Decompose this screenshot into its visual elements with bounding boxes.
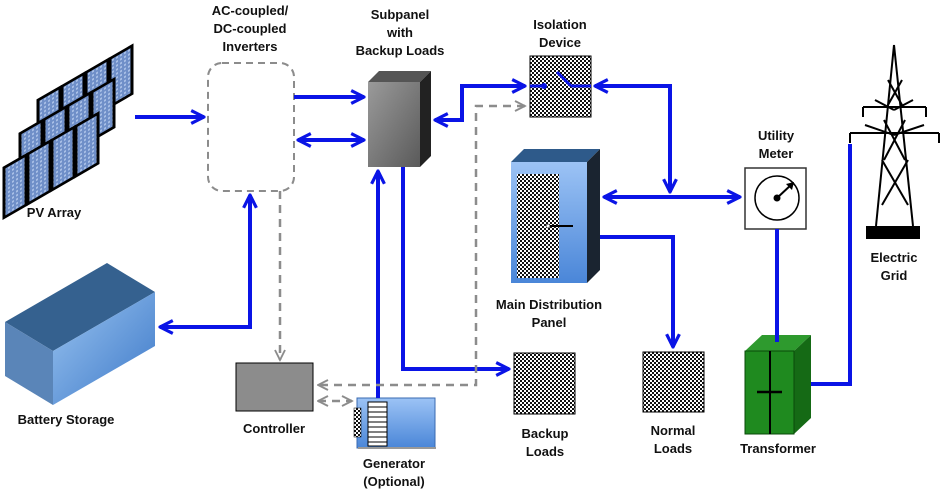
battery-storage-label: Battery Storage (17, 412, 115, 427)
subpanel-label: Subpanel with Backup Loads (355, 7, 445, 58)
transformer-label: Transformer (740, 441, 816, 456)
line-subpanel-isolation (435, 86, 525, 120)
isolation-device-icon (529, 55, 592, 118)
utility-meter-label: Utility Meter (757, 128, 795, 161)
control-lines (280, 106, 525, 401)
line-transformer-grid (811, 144, 852, 386)
main-panel-label: Main Distribution Panel (495, 297, 603, 330)
normal-loads-icon (642, 351, 705, 413)
line-subpanel-to-backup (401, 167, 509, 369)
transformer-icon (744, 335, 811, 435)
tower-base (866, 226, 920, 239)
utility-meter-icon (744, 167, 807, 230)
electric-grid-label: Electric Grid (870, 250, 918, 283)
pv-array-icon (2, 43, 134, 221)
line-isolation-to-junction (595, 86, 670, 192)
inverters-box (207, 62, 295, 192)
normal-loads-label: Normal Loads (650, 423, 696, 456)
line-panel-to-normal (600, 235, 673, 347)
controller-label: Controller (242, 421, 306, 436)
generator-icon (353, 397, 436, 449)
line-battery-inverter (160, 195, 250, 327)
main-distribution-panel-icon (511, 149, 600, 283)
isolation-device-label: Isolation Device (533, 17, 587, 50)
pv-array-label: PV Array (26, 205, 82, 220)
backup-loads-label: Backup Loads (521, 426, 569, 459)
electric-grid-tower-icon (849, 44, 940, 227)
battery-storage-icon (5, 263, 155, 405)
ctrl-isolation-controller (318, 106, 525, 385)
generator-label: Generator (Optional) (362, 456, 426, 489)
inverters-label: AC-coupled/ DC-coupled Inverters (211, 3, 289, 54)
backup-loads-icon (513, 352, 576, 415)
controller-icon (235, 362, 314, 412)
subpanel-icon (368, 71, 431, 167)
